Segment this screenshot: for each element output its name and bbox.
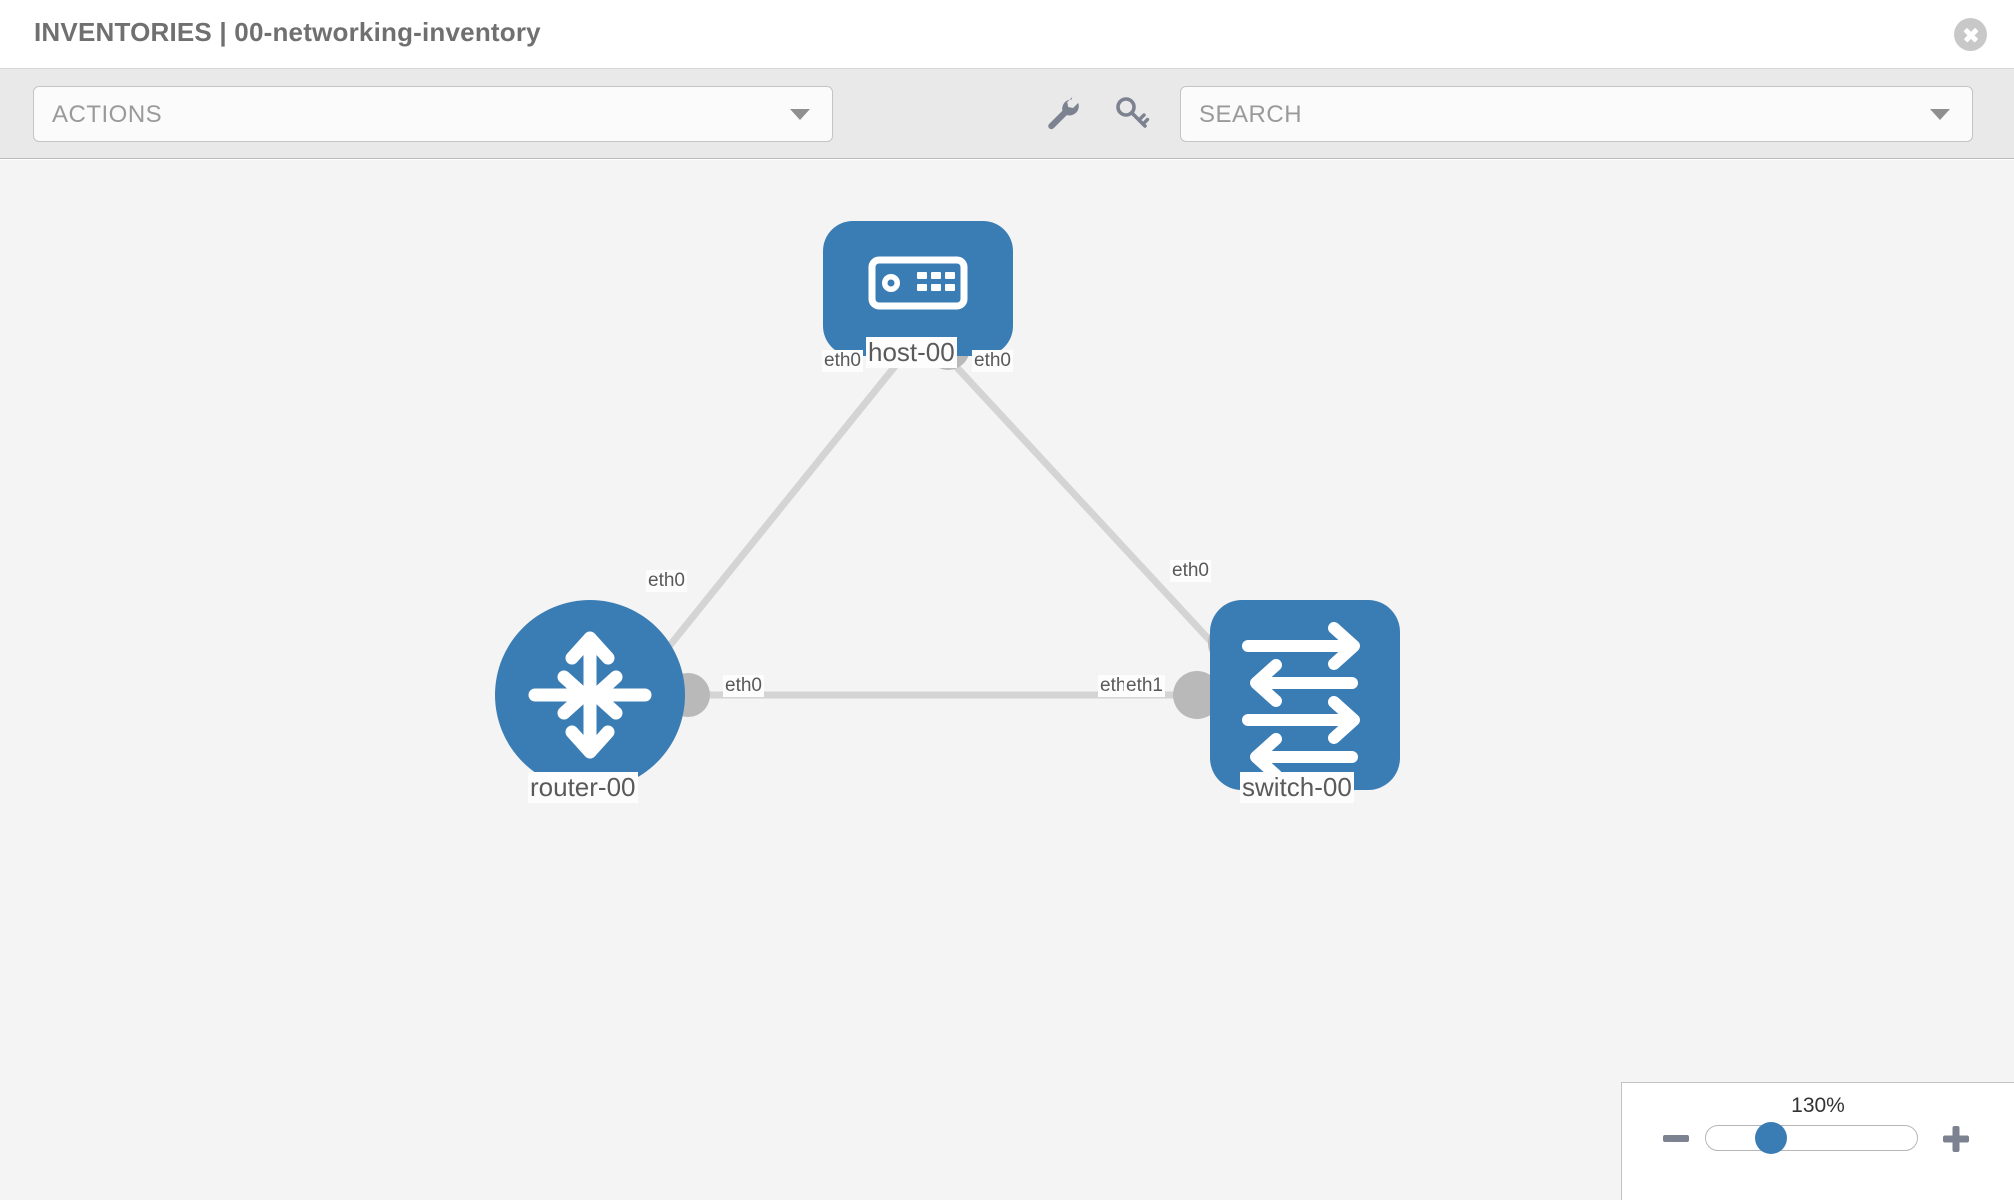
node-label-host-00: host-00 — [866, 337, 957, 368]
zoom-control-panel: 130% — [1621, 1082, 2014, 1200]
close-icon[interactable] — [1954, 18, 1987, 51]
iface-label-switch-up: eth0 — [1170, 560, 1211, 582]
iface-label-switch-left-eth1: eth1 — [1124, 675, 1165, 697]
actions-dropdown-label: ACTIONS — [52, 101, 163, 128]
zoom-slider-thumb[interactable] — [1755, 1122, 1787, 1154]
wrench-icon[interactable] — [1043, 93, 1083, 133]
page-header: INVENTORIES | 00-networking-inventory — [0, 0, 2014, 69]
zoom-in-button[interactable] — [1942, 1125, 1970, 1153]
endpoint-layer — [666, 326, 1256, 719]
actions-dropdown[interactable]: ACTIONS — [33, 86, 833, 142]
key-icon[interactable] — [1111, 93, 1151, 133]
endpoint-switch-left — [1173, 671, 1221, 719]
topology-graph — [495, 221, 1400, 790]
node-label-switch-00: switch-00 — [1240, 772, 1354, 803]
node-label-router-00: router-00 — [528, 772, 638, 803]
chevron-down-icon — [790, 109, 810, 120]
toolbar: ACTIONS SEARCH — [0, 69, 2014, 159]
search-placeholder: SEARCH — [1199, 101, 1303, 128]
iface-label-router-right: eth0 — [723, 675, 764, 697]
zoom-out-button[interactable] — [1663, 1135, 1689, 1142]
zoom-slider-track[interactable] — [1705, 1125, 1918, 1151]
iface-label-host-right: eth0 — [972, 350, 1013, 372]
link-host-switch — [946, 356, 1232, 664]
iface-label-host-left: eth0 — [822, 350, 863, 372]
chevron-down-icon[interactable] — [1930, 109, 1950, 120]
link-host-router — [646, 356, 904, 674]
zoom-percent-label: 130% — [1791, 1094, 1845, 1117]
node-switch-00 — [1210, 600, 1400, 790]
search-input[interactable]: SEARCH — [1180, 86, 1973, 142]
link-layer — [646, 356, 1232, 699]
page-title: INVENTORIES | 00-networking-inventory — [34, 17, 541, 47]
node-router-00 — [495, 600, 685, 790]
node-host-00 — [823, 221, 1013, 356]
topology-canvas[interactable]: eth0 host-00 eth0 eth0 eth0 eth0 eth0 et… — [0, 160, 2014, 1200]
iface-label-router-up: eth0 — [646, 570, 687, 592]
